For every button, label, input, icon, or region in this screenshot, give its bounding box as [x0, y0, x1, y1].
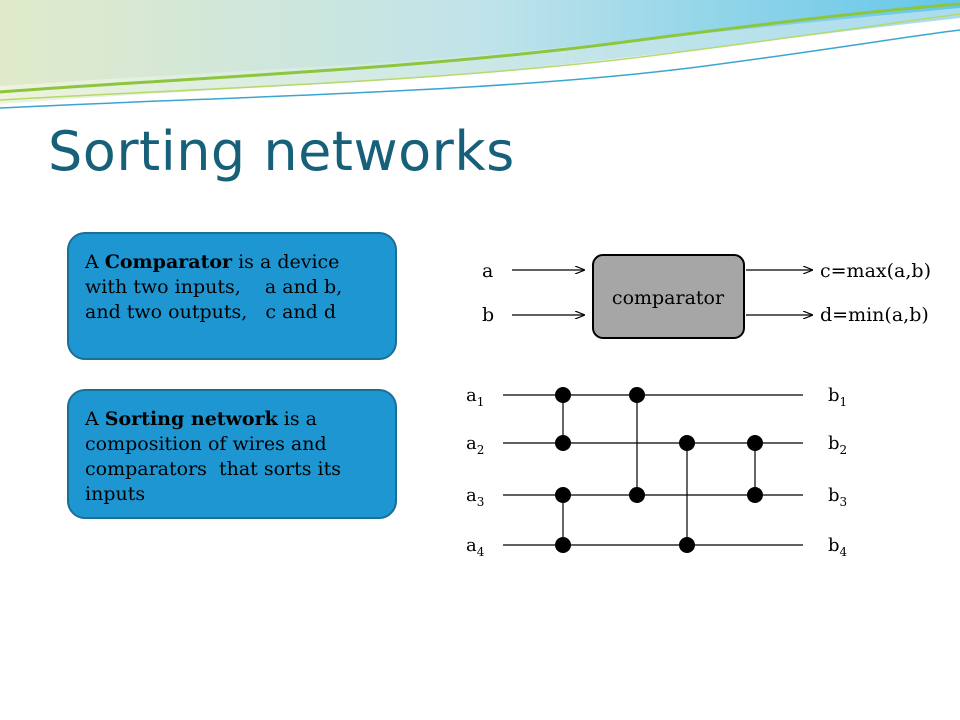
comparator-input-a-label: a: [482, 260, 493, 282]
network-comparator-3-top-node: [629, 387, 645, 403]
comparator-definition-line-3: and two outputs, c and d: [85, 301, 337, 323]
input-label-a2: a2: [466, 433, 484, 457]
network-comparator-2-bottom-node: [555, 537, 571, 553]
network-comparator-1-top-node: [555, 387, 571, 403]
input-label-a1: a1: [466, 385, 484, 409]
sorting-network-definition-line-4: inputs: [85, 483, 146, 505]
network-comparator-5-bottom-node: [747, 487, 763, 503]
network-comparator-4-top-node: [679, 435, 695, 451]
sorting-network-diagram: a1 b1 a2 b2 a3 b3 a4 b4: [466, 385, 848, 559]
sorting-network-definition-line-1: A Sorting network is a: [85, 408, 317, 430]
comparator-output-c-label: c=max(a,b): [820, 260, 931, 282]
sorting-network-definition-callout: A Sorting network is a composition of wi…: [67, 389, 397, 519]
comparator-input-b-label: b: [482, 304, 494, 326]
input-label-a4: a4: [466, 535, 485, 559]
output-label-b4: b4: [828, 535, 848, 559]
network-comparator-1-bottom-node: [555, 435, 571, 451]
network-comparator-2-top-node: [555, 487, 571, 503]
network-comparator-4-bottom-node: [679, 537, 695, 553]
comparator-definition-callout: A Comparator is a device with two inputs…: [67, 232, 397, 360]
network-comparator-3-bottom-node: [629, 487, 645, 503]
sorting-network-definition-line-3: comparators that sorts its: [85, 458, 342, 480]
output-label-b2: b2: [828, 433, 847, 457]
comparator-diagram: a b comparator c=max(a,b) d=min(a,b): [482, 254, 931, 339]
sorting-network-definition-line-2: composition of wires and: [85, 433, 327, 455]
comparator-box-label: comparator: [612, 287, 725, 309]
input-label-a3: a3: [466, 485, 484, 509]
slide-title: Sorting networks: [48, 120, 515, 183]
comparator-output-d-label: d=min(a,b): [820, 304, 929, 326]
output-label-b3: b3: [828, 485, 847, 509]
network-comparator-5-top-node: [747, 435, 763, 451]
sorting-network-term: Sorting network: [104, 408, 278, 430]
output-label-b1: b1: [828, 385, 847, 409]
comparator-term: Comparator: [104, 251, 233, 273]
comparator-definition-line-2: with two inputs, a and b,: [85, 276, 343, 298]
comparator-box: [592, 254, 745, 339]
comparator-definition-line-1: A Comparator is a device: [85, 251, 340, 273]
header-wave-banner: [0, 0, 960, 109]
